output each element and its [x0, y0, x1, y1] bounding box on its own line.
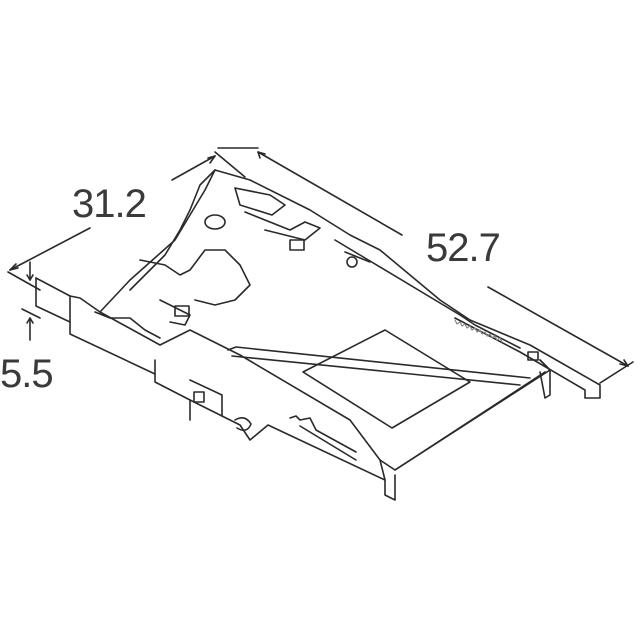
dimension-5-5-lines: [21, 261, 41, 341]
dimension-length-label: 52.7: [426, 226, 501, 270]
dimension-52-7-lines: [217, 147, 634, 384]
dimension-31-2-lines: [7, 151, 246, 291]
dimension-height-label: 5.5: [0, 352, 54, 396]
connector-body: [35, 169, 601, 501]
dimension-width-label: 31.2: [72, 182, 147, 226]
